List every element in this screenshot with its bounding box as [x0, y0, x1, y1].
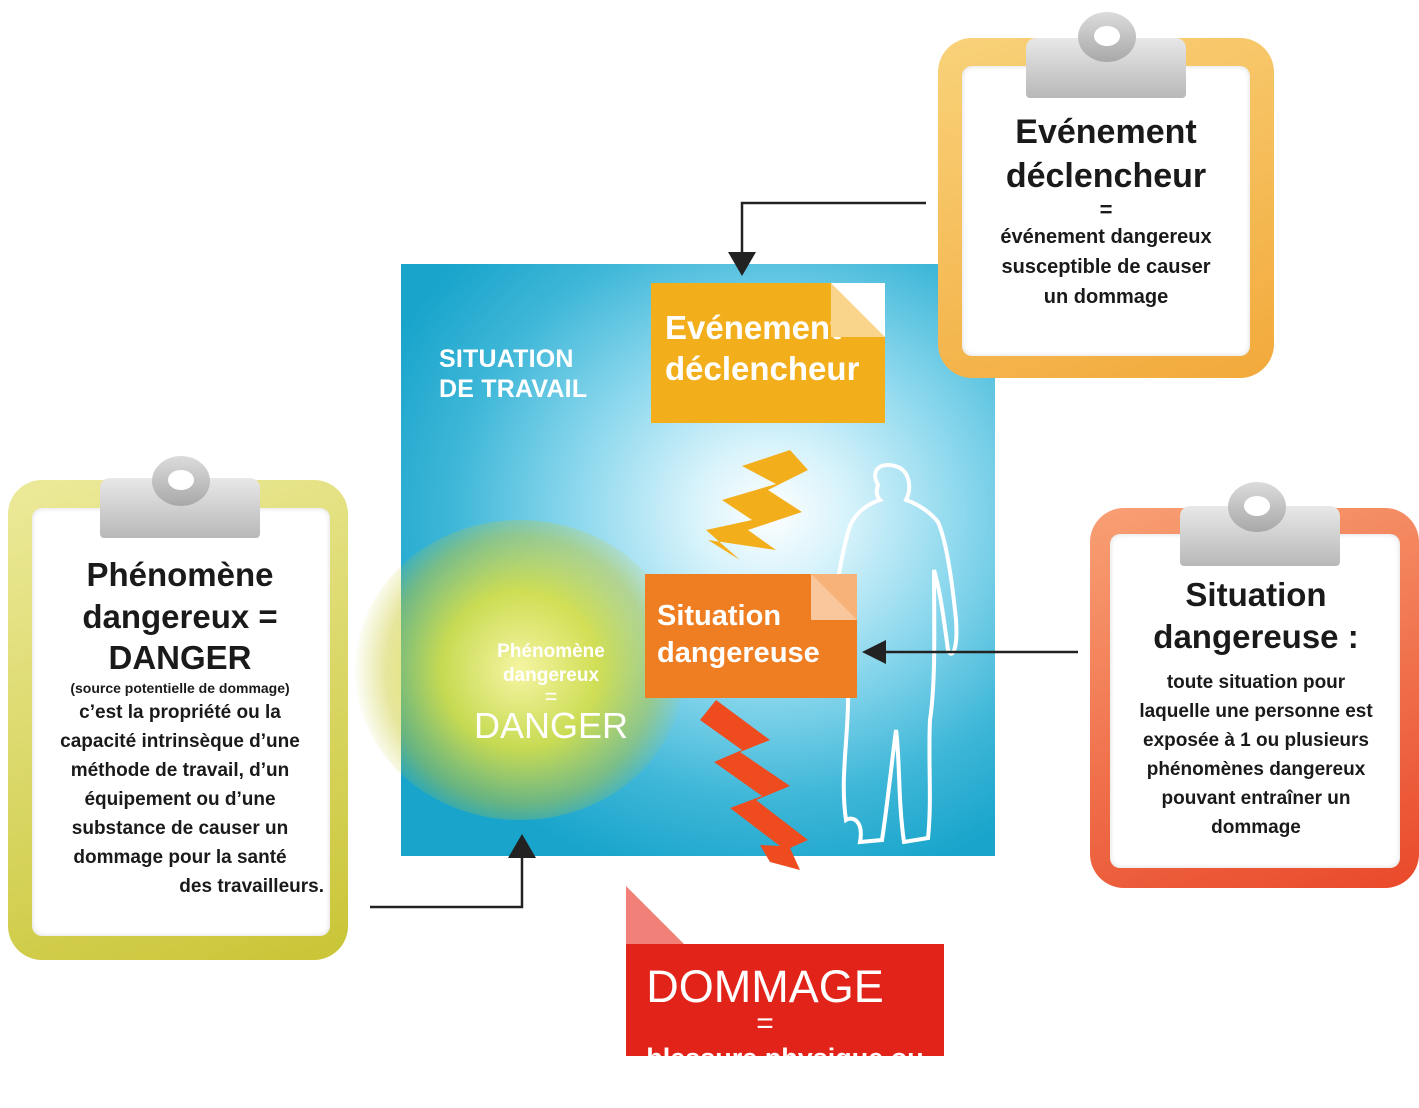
clip-danger-desc7: des travailleurs. — [179, 876, 324, 897]
clip-event-desc2: susceptible de causer — [1001, 256, 1211, 278]
clipboard-danger-text: Phénomène dangereux = DANGER (source pot… — [26, 554, 334, 901]
note-triggering-event: Evénement déclencheur — [651, 283, 885, 423]
damage-eq: = — [756, 1007, 774, 1040]
clipboard-situation-hole — [1244, 496, 1270, 516]
arrow-left-icon — [862, 640, 886, 664]
clip-danger-desc1: c’est la propriété ou la — [79, 702, 281, 723]
damage-desc-line2: atteinte à la santé — [671, 1076, 899, 1106]
clip-situation-title1: Situation — [1185, 576, 1327, 613]
clip-situation-desc3: exposée à 1 ou plusieurs — [1143, 730, 1369, 751]
clip-event-desc1: événement dangereux — [1000, 226, 1212, 248]
red-lightning-icon — [700, 700, 808, 870]
note-dangerous-situation: Situation dangereuse — [645, 574, 857, 698]
clip-danger-title2: dangereux = — [82, 598, 278, 635]
work-situation-title-line1: SITUATION — [439, 345, 574, 373]
note-event-line2: déclencheur — [665, 350, 860, 387]
clip-situation-desc6: dommage — [1211, 817, 1301, 838]
clip-situation-desc1: toute situation pour — [1166, 672, 1346, 693]
clipboard-event-text: Evénement déclencheur = événement danger… — [962, 110, 1250, 312]
clip-situation-desc4: phénomènes dangereux — [1146, 759, 1366, 780]
work-situation-title-line2: DE TRAVAIL — [439, 375, 588, 403]
clip-event-title2: déclencheur — [1005, 157, 1207, 195]
arrow-danger-line — [370, 850, 524, 909]
clipboard-danger-paper — [32, 508, 330, 936]
clip-situation-desc5: pouvant entraîner un — [1161, 788, 1351, 809]
clip-danger-title3: DANGER — [108, 639, 252, 676]
clipboard-danger-hole — [168, 470, 194, 490]
note-fold — [811, 574, 857, 620]
clip-situation-desc2: laquelle une personne est — [1139, 701, 1373, 722]
note-fold — [626, 886, 944, 944]
clip-situation-title2: dangereuse : — [1153, 618, 1359, 655]
clipboard-event-paper — [962, 66, 1250, 356]
note-event-line1: Evénement — [665, 309, 842, 346]
note-situation-line2: dangereuse — [657, 637, 820, 669]
connector-layer — [370, 201, 1078, 909]
danger-center-line1: Phénomène — [497, 641, 605, 662]
clip-danger-desc4: équipement ou d’une — [84, 789, 276, 810]
arrow-event-line — [740, 201, 926, 258]
work-situation-title: SITUATION DE TRAVAIL — [439, 344, 587, 404]
note-situation-line1: Situation — [657, 600, 782, 632]
clip-danger-sub: (source potentielle de dommage) — [70, 680, 290, 696]
clip-danger-desc6: dommage pour la santé — [73, 847, 287, 868]
clip-event-eq: = — [1099, 197, 1113, 222]
clip-event-desc3: un dommage — [1043, 286, 1169, 308]
danger-center-eq: = — [544, 684, 558, 709]
clip-danger-desc2: capacité intrinsèque d’une — [60, 731, 300, 752]
note-fold — [831, 283, 885, 337]
clipboard-event-hole — [1094, 26, 1120, 46]
clipboard-situation-paper — [1110, 534, 1400, 868]
clip-danger-desc5: substance de causer un — [71, 818, 289, 839]
clip-danger-desc3: méthode de travail, d’un — [70, 760, 290, 781]
danger-center-label: Phénomène dangereux = DANGER — [466, 640, 636, 746]
danger-center-line2: dangereux — [502, 665, 600, 686]
damage-title: DOMMAGE — [646, 961, 884, 1012]
clipboard-situation-text: Situation dangereuse : toute situation p… — [1106, 574, 1406, 842]
danger-center-word: DANGER — [473, 705, 629, 746]
clip-danger-title1: Phénomène — [86, 556, 274, 593]
yellow-lightning-icon — [706, 450, 808, 560]
clip-event-title1: Evénement — [1015, 113, 1197, 151]
danger-glow — [355, 520, 685, 820]
arrow-up-icon — [508, 834, 536, 858]
arrow-down-icon — [728, 252, 756, 276]
